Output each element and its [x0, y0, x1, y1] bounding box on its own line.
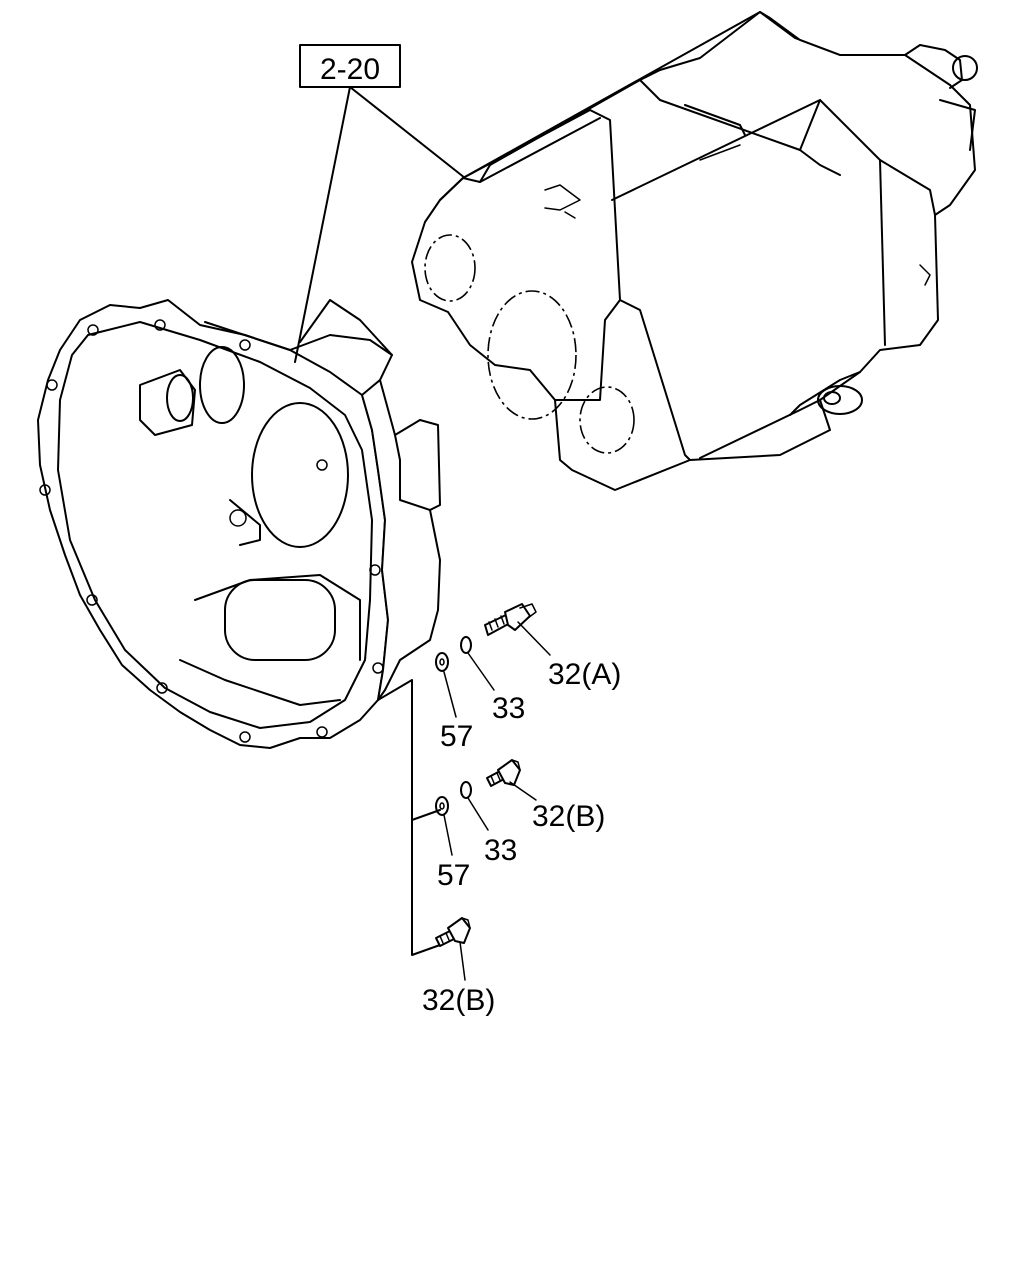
clutch-housing: [37, 299, 441, 749]
washer-57-middle: [435, 796, 449, 816]
callout-33-upper: 33: [492, 692, 525, 725]
bolt-32b-lower: [435, 917, 471, 947]
callout-32a: 32(A): [548, 658, 621, 691]
washer-33-upper: [460, 636, 472, 654]
fastener-group: [377, 603, 551, 981]
bolt-32a: [484, 603, 537, 636]
callout-labels: 32(A) 33 57 32(B) 33 57 32(B): [422, 658, 621, 1017]
callout-32b-lower: 32(B): [422, 984, 495, 1017]
washer-57-upper: [435, 652, 449, 672]
reference-2-20: 2-20: [294, 44, 466, 363]
transmission-unit: [411, 11, 978, 491]
callout-32b-middle: 32(B): [532, 800, 605, 833]
bolt-32b-middle: [486, 759, 521, 787]
callout-57-middle: 57: [437, 859, 470, 892]
callout-57-upper: 57: [440, 720, 473, 753]
flange-bolt-holes: [39, 319, 384, 743]
reference-box-label: 2-20: [320, 53, 380, 86]
callout-33-middle: 33: [484, 834, 517, 867]
washer-33-middle: [460, 781, 472, 799]
